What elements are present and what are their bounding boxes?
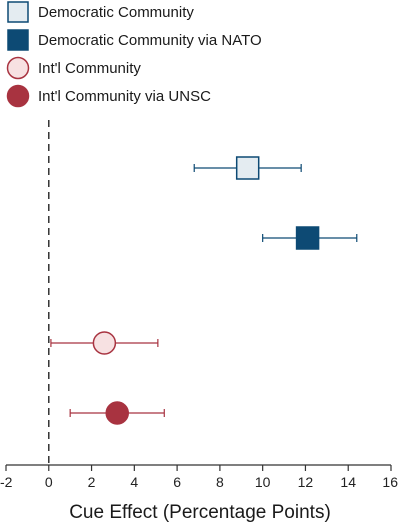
legend-marker-circle xyxy=(6,56,30,80)
x-axis: -2 0 2 4 6 8 10 12 14 16 xyxy=(0,464,398,490)
legend-marker-circle xyxy=(6,84,30,108)
legend-label: Democratic Community xyxy=(38,4,194,21)
legend-marker-square xyxy=(7,1,29,23)
x-tick-label: 10 xyxy=(255,474,271,490)
x-tick-label: 16 xyxy=(382,474,398,490)
legend-label: Int'l Community via UNSC xyxy=(38,88,211,105)
legend-marker-square xyxy=(7,29,29,51)
legend-label: Int'l Community xyxy=(38,60,141,77)
plot-area xyxy=(48,120,358,465)
x-tick-label: 0 xyxy=(45,474,53,490)
point-estimate-circle xyxy=(105,401,129,425)
x-tick-label: 8 xyxy=(216,474,224,490)
legend-label: Democratic Community via NATO xyxy=(38,32,262,49)
x-axis-title: Cue Effect (Percentage Points) xyxy=(69,502,331,523)
x-tick-label: 12 xyxy=(298,474,314,490)
x-tick-label: 2 xyxy=(88,474,96,490)
x-tick-label: 4 xyxy=(130,474,138,490)
x-tick-label: 14 xyxy=(340,474,356,490)
x-tick-label: 6 xyxy=(173,474,181,490)
point-estimate-square xyxy=(295,226,320,250)
point-estimate-circle xyxy=(92,331,117,355)
point-estimate-square xyxy=(235,156,260,180)
x-tick-label: -2 xyxy=(0,474,13,490)
